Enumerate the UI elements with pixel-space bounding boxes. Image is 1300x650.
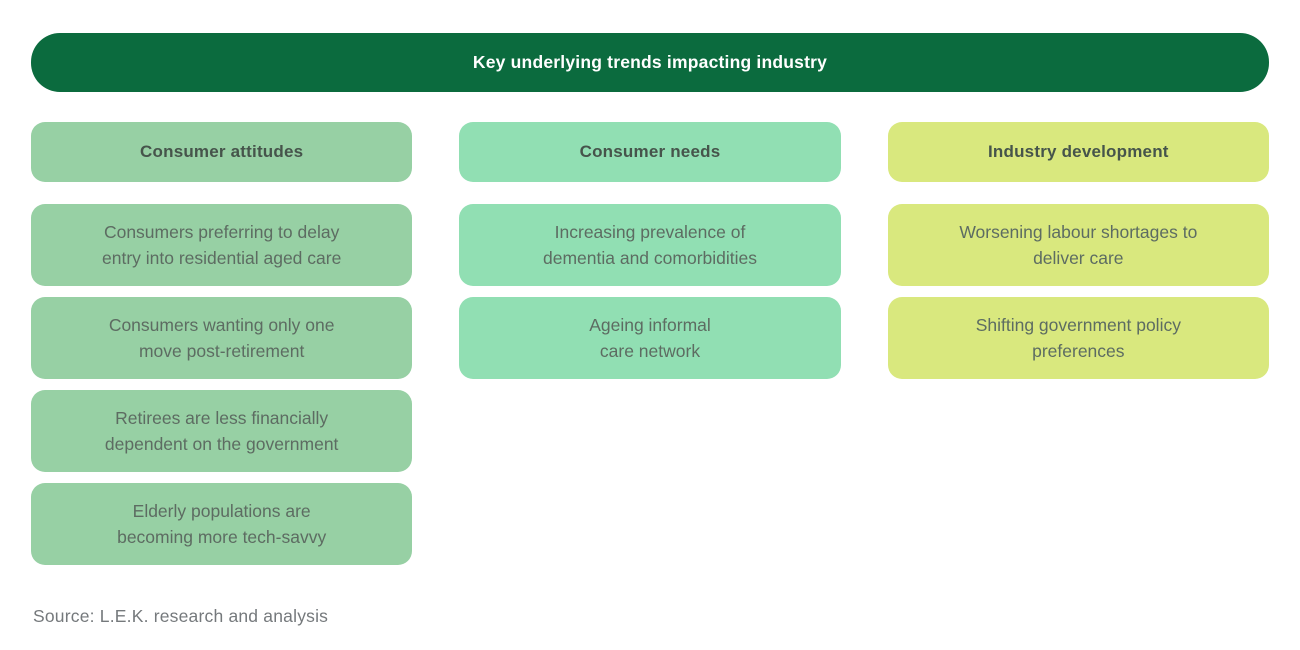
column-header-consumer-needs: Consumer needs: [459, 122, 841, 182]
title-banner: Key underlying trends impacting industry: [31, 33, 1269, 92]
trend-item: Ageing informal care network: [459, 297, 841, 379]
column-consumer-needs: Consumer needs Increasing prevalence of …: [459, 122, 841, 379]
trend-item: Worsening labour shortages to deliver ca…: [887, 204, 1269, 286]
trend-item: Shifting government policy preferences: [887, 297, 1269, 379]
source-note: Source: L.E.K. research and analysis: [33, 606, 329, 626]
trend-item: Consumers wanting only one move post-ret…: [31, 297, 413, 379]
trend-item: Increasing prevalence of dementia and co…: [459, 204, 841, 286]
trend-columns: Consumer attitudes Consumers preferring …: [31, 122, 1269, 565]
slide-content: Key underlying trends impacting industry…: [31, 33, 1269, 565]
column-header-consumer-attitudes: Consumer attitudes: [31, 122, 413, 182]
column-industry-development: Industry development Worsening labour sh…: [887, 122, 1269, 379]
column-header-industry-development: Industry development: [887, 122, 1269, 182]
column-consumer-attitudes: Consumer attitudes Consumers preferring …: [31, 122, 413, 565]
trend-item: Elderly populations are becoming more te…: [31, 483, 413, 565]
trend-item: Consumers preferring to delay entry into…: [31, 204, 413, 286]
trend-item: Retirees are less financially dependent …: [31, 390, 413, 472]
